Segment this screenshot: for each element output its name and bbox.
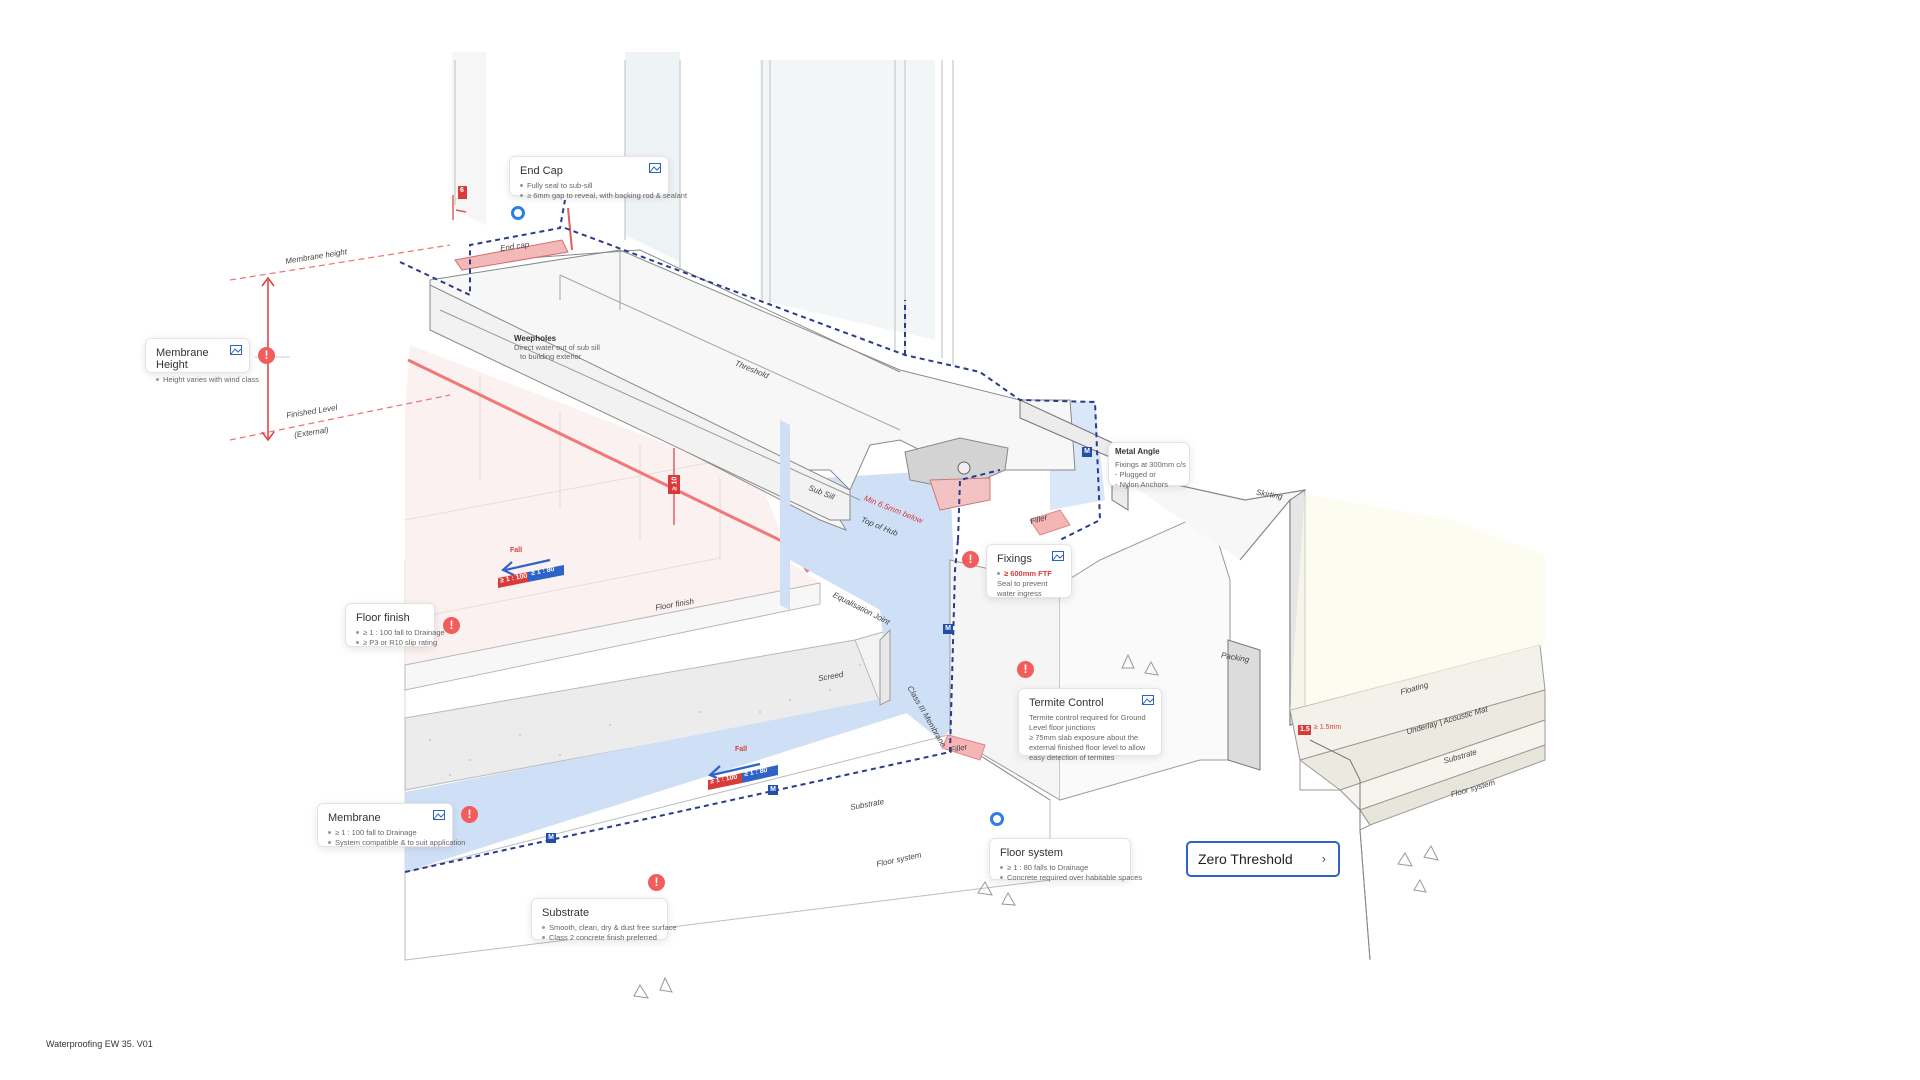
termite-control-line-2: ≥ 75mm slab exposure about the external … bbox=[1029, 733, 1146, 762]
metal-angle-line-3: - Nylon Anchors bbox=[1115, 480, 1168, 489]
metal-angle-line-2: - Plugged or bbox=[1115, 470, 1156, 479]
metal-angle-title: Metal Angle bbox=[1115, 447, 1160, 456]
floor-finish-alert-icon[interactable]: ! bbox=[443, 617, 460, 634]
floor-system-title: Floor system bbox=[1000, 847, 1063, 859]
membrane-card[interactable]: Membrane ≥ 1 : 100 fall to Drainage Syst… bbox=[317, 803, 465, 848]
version-label: Waterproofing EW 35. V01 bbox=[46, 1039, 153, 1049]
termite-control-line-1: Termite control required for Ground Leve… bbox=[1029, 713, 1146, 732]
substrate-title: Substrate bbox=[542, 907, 590, 919]
membrane-height-card[interactable]: Membrane Height Height varies with wind … bbox=[145, 338, 259, 384]
termite-control-card[interactable]: Termite Control Termite control required… bbox=[1018, 688, 1162, 762]
membrane-height-title: Membrane Height bbox=[156, 347, 209, 371]
image-icon[interactable] bbox=[433, 810, 445, 820]
membrane-height-alert-icon[interactable]: ! bbox=[258, 347, 275, 364]
end-cap-card[interactable]: End Cap Fully seal to sub-sill ≥ 6mm gap… bbox=[509, 156, 687, 200]
substrate-line-2: Class 2 concrete finish preferred bbox=[542, 933, 657, 943]
end-cap-line-1: Fully seal to sub-sill bbox=[520, 181, 658, 191]
zero-threshold-button[interactable]: Zero Threshold › bbox=[1186, 841, 1340, 877]
dim-6-tag: 6 bbox=[460, 187, 464, 194]
fixings-title: Fixings bbox=[997, 553, 1032, 565]
image-icon[interactable] bbox=[1052, 551, 1064, 561]
membrane-marker-icon: M bbox=[1082, 447, 1092, 457]
floor-system-view-icon[interactable] bbox=[990, 812, 1004, 826]
membrane-line-2: System compatible & to suit application bbox=[328, 838, 465, 848]
image-icon[interactable] bbox=[230, 345, 242, 355]
membrane-marker-icon: M bbox=[546, 833, 556, 843]
weepholes-line-2: to building exterior bbox=[520, 352, 582, 361]
termite-control-alert-icon[interactable]: ! bbox=[1017, 661, 1034, 678]
floor-finish-card[interactable]: Floor finish ≥ 1 : 100 fall to Drainage … bbox=[345, 603, 445, 648]
floor-finish-title: Floor finish bbox=[356, 612, 410, 624]
fixings-alert-icon[interactable]: ! bbox=[962, 551, 979, 568]
fixings-card[interactable]: Fixings ≥ 600mm FTF Seal to prevent wate… bbox=[986, 544, 1072, 598]
weepholes-note: Weepholes Direct water out of sub sill t… bbox=[514, 334, 634, 361]
zero-threshold-label: Zero Threshold bbox=[1198, 851, 1293, 867]
floor-finish-line-2: ≥ P3 or R10 slip rating bbox=[356, 638, 437, 648]
image-icon[interactable] bbox=[649, 163, 661, 173]
dim-10-tag: ≥ 10 bbox=[671, 476, 679, 491]
membrane-marker-icon: M bbox=[768, 785, 778, 795]
floor-system-card[interactable]: Floor system ≥ 1 : 80 falls to Drainage … bbox=[989, 838, 1142, 883]
weepholes-title: Weepholes bbox=[514, 334, 557, 343]
termite-control-title: Termite Control bbox=[1029, 697, 1104, 709]
fall-label-lower: Fall bbox=[735, 746, 748, 753]
metal-angle-card[interactable]: Metal Angle Fixings at 300mm c/s - Plugg… bbox=[1108, 442, 1190, 489]
membrane-alert-icon[interactable]: ! bbox=[461, 806, 478, 823]
membrane-marker-icon: M bbox=[943, 624, 953, 634]
floor-system-line-2: Concrete required over habitable spaces bbox=[1000, 873, 1142, 883]
floor-finish-line-1: ≥ 1 : 100 fall to Drainage bbox=[356, 628, 445, 638]
substrate-line-1: Smooth, clean, dry & dust free surface bbox=[542, 923, 677, 933]
fall-label-upper: Fall bbox=[510, 547, 523, 554]
end-cap-view-icon[interactable] bbox=[511, 206, 525, 220]
membrane-line-1: ≥ 1 : 100 fall to Drainage bbox=[328, 828, 442, 838]
membrane-title: Membrane bbox=[328, 812, 381, 824]
substrate-alert-icon[interactable]: ! bbox=[648, 874, 665, 891]
end-cap-title: End Cap bbox=[520, 165, 563, 177]
membrane-height-line-1: Height varies with wind class bbox=[156, 375, 259, 385]
weepholes-line-1: Direct water out of sub sill bbox=[514, 343, 600, 352]
dim-1-5-tag: 1.5 bbox=[1300, 726, 1310, 733]
substrate-card[interactable]: Substrate Smooth, clean, dry & dust free… bbox=[531, 898, 677, 943]
image-icon[interactable] bbox=[1142, 695, 1154, 705]
floor-system-line-1: ≥ 1 : 80 falls to Drainage bbox=[1000, 863, 1120, 873]
metal-angle-line-1: Fixings at 300mm c/s bbox=[1115, 460, 1186, 469]
chevron-right-icon: › bbox=[1321, 851, 1326, 866]
dim-1-5mm-label: ≥ 1.5mm bbox=[1314, 724, 1342, 731]
fixings-line-2: Seal to prevent water ingress bbox=[997, 579, 1048, 598]
fixings-line-1: ≥ 600mm FTF bbox=[997, 569, 1061, 579]
end-cap-line-2: ≥ 6mm gap to reveal, with backing rod & … bbox=[520, 191, 687, 201]
